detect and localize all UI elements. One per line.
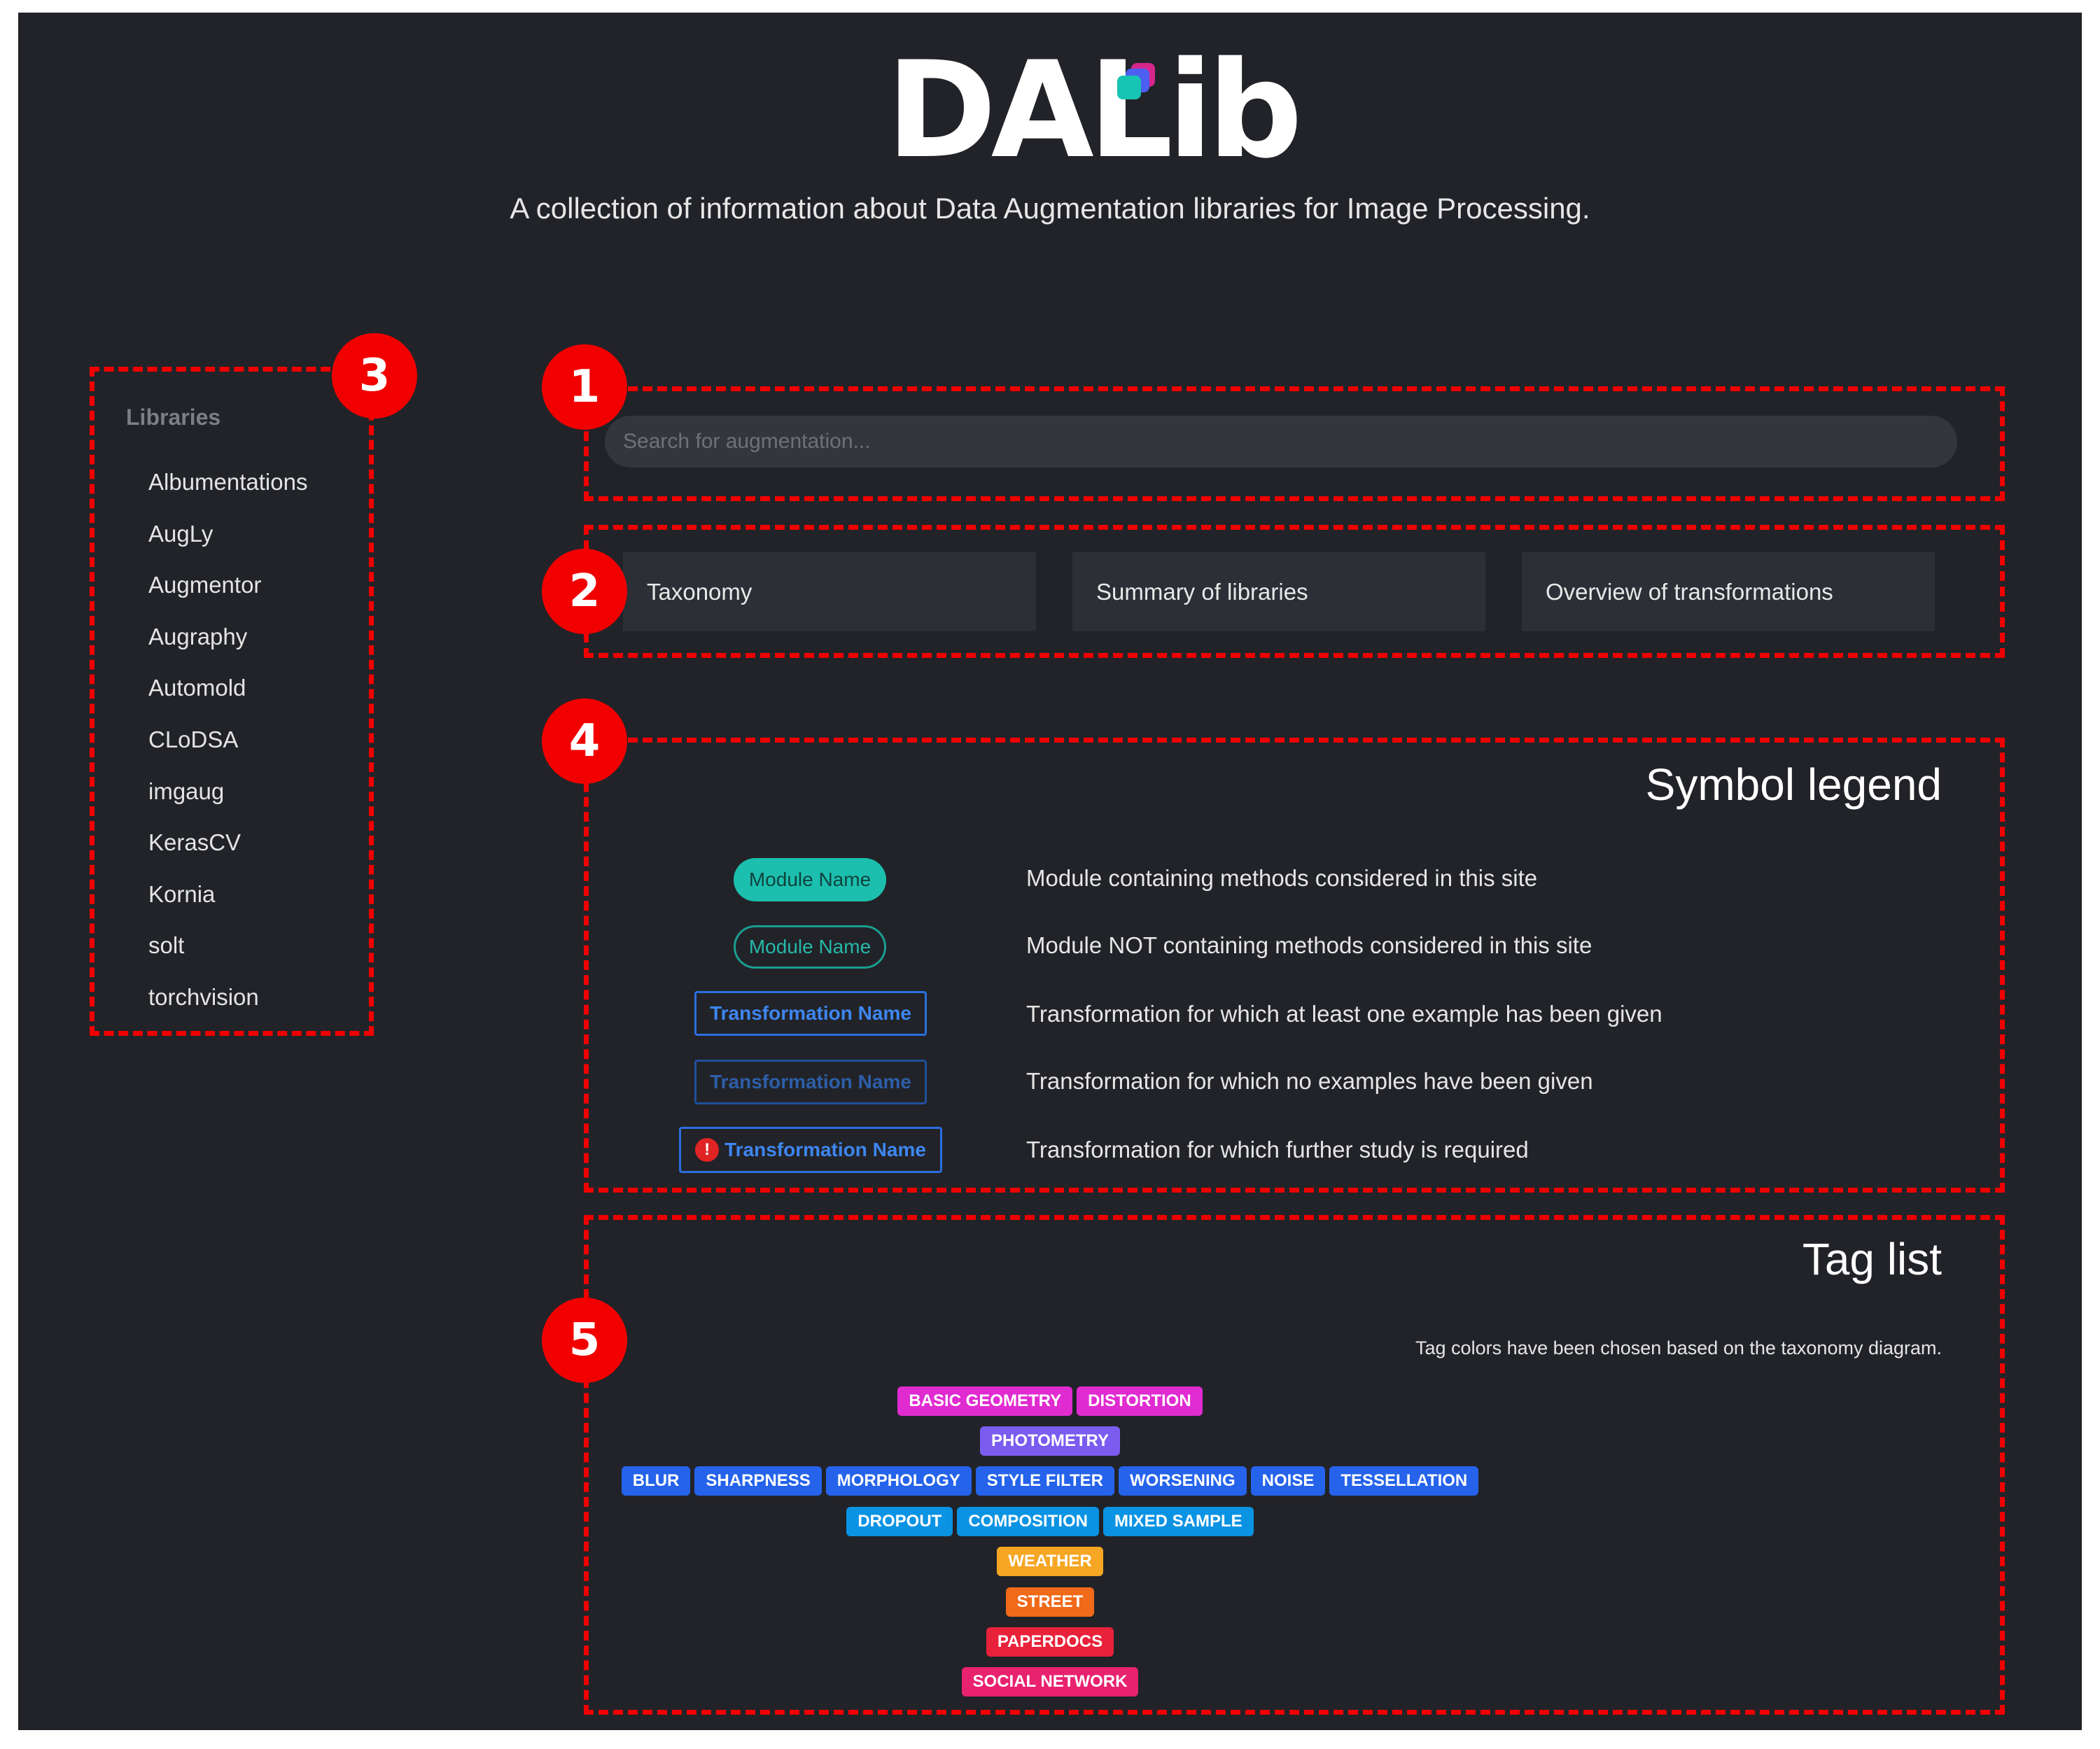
app-frame: DALib A collection of information about …: [18, 13, 2082, 1730]
tag-weather[interactable]: WEATHER: [997, 1547, 1103, 1577]
search-region-outline: [584, 386, 2005, 501]
sidebar-item-imgaug[interactable]: imgaug: [148, 778, 225, 804]
tag-mixed-sample[interactable]: MIXED SAMPLE: [1102, 1506, 1254, 1536]
tags-region-outline: [584, 1215, 2005, 1715]
sidebar-item-clodsa[interactable]: CLoDSA: [148, 726, 239, 752]
annotation-badge-1: 1: [542, 344, 627, 430]
tag-colors-note: Tag colors have been chosen based on the…: [1415, 1337, 1942, 1358]
legend-description: Transformation for which no examples hav…: [1026, 1068, 1593, 1094]
annotation-badge-2: 2: [542, 549, 627, 634]
nav-card-summary-of-libraries[interactable]: Summary of libraries: [1072, 552, 1485, 631]
transformation-name-example: Transformation Name: [694, 991, 927, 1036]
tag-distortion[interactable]: DISTORTION: [1077, 1386, 1203, 1416]
annotation-badge-3: 3: [332, 333, 417, 419]
sidebar-item-kerascv[interactable]: KerasCV: [148, 829, 241, 856]
tag-sharpness[interactable]: SHARPNESS: [694, 1466, 822, 1496]
tag-morphology[interactable]: MORPHOLOGY: [825, 1466, 972, 1496]
transformation-name-label: Transformation Name: [724, 1139, 926, 1160]
tag-row: STREET: [18, 1582, 2082, 1622]
legend-description: Transformation for which further study i…: [1026, 1137, 1529, 1163]
tag-blur[interactable]: BLUR: [621, 1466, 691, 1496]
tag-style-filter[interactable]: STYLE FILTER: [975, 1466, 1114, 1496]
legend-region-outline: [584, 738, 2005, 1193]
sidebar-item-augraphy[interactable]: Augraphy: [148, 623, 248, 649]
sidebar-item-torchvision[interactable]: torchvision: [148, 983, 259, 1010]
module-name-outline-pill: Module Name: [734, 925, 886, 969]
transformation-name-no-example: Transformation Name: [694, 1060, 927, 1104]
tag-row: PHOTOMETRY: [18, 1421, 2082, 1461]
tag-list-title: Tag list: [1802, 1234, 1942, 1284]
sidebar-item-augly[interactable]: AugLy: [148, 520, 214, 547]
nav-card-overview-of-transformations[interactable]: Overview of transformations: [1522, 552, 1935, 631]
tag-street[interactable]: STREET: [1005, 1587, 1095, 1617]
annotation-badge-4: 4: [542, 698, 627, 784]
nav-card-taxonomy[interactable]: Taxonomy: [623, 552, 1036, 631]
tag-row: PAPERDOCS: [18, 1622, 2082, 1662]
tag-tessellation[interactable]: TESSELLATION: [1329, 1466, 1479, 1496]
legend-description: Module NOT containing methods considered…: [1026, 932, 1592, 958]
transformation-name-study-required: ! Transformation Name: [679, 1127, 942, 1173]
logo-mark-icon: [1117, 62, 1159, 104]
tag-row: WEATHER: [18, 1542, 2082, 1582]
legend-description: Module containing methods considered in …: [1026, 865, 1538, 891]
logo-text: DALib: [886, 33, 1303, 188]
tag-social-network[interactable]: SOCIAL NETWORK: [961, 1667, 1139, 1697]
sidebar-item-albumentations[interactable]: Albumentations: [148, 469, 308, 495]
tag-noise[interactable]: NOISE: [1250, 1466, 1326, 1496]
dalib-logo[interactable]: DALib: [886, 41, 1303, 181]
tag-paperdocs[interactable]: PAPERDOCS: [986, 1627, 1114, 1657]
legend-title: Symbol legend: [1645, 759, 1942, 810]
tag-basic-geometry[interactable]: BASIC GEOMETRY: [897, 1386, 1073, 1416]
sidebar-item-kornia[interactable]: Kornia: [148, 880, 216, 907]
tag-photometry[interactable]: PHOTOMETRY: [979, 1426, 1120, 1456]
tagline: A collection of information about Data A…: [510, 192, 1590, 225]
sidebar-title: Libraries: [126, 405, 221, 430]
annotation-badge-5: 5: [542, 1298, 627, 1383]
tag-row: SOCIAL NETWORK: [18, 1662, 2082, 1702]
legend-description: Transformation for which at least one ex…: [1026, 1001, 1662, 1027]
sidebar-item-automold[interactable]: Automold: [148, 675, 246, 701]
tag-worsening[interactable]: WORSENING: [1119, 1466, 1247, 1496]
library-list: Albumentations AugLy Augmentor Augraphy …: [148, 456, 307, 1023]
search-input[interactable]: [605, 416, 1957, 468]
sidebar-item-augmentor[interactable]: Augmentor: [148, 572, 262, 598]
tag-composition[interactable]: COMPOSITION: [957, 1506, 1099, 1536]
warning-icon: !: [695, 1138, 720, 1162]
tag-dropout[interactable]: DROPOUT: [846, 1506, 953, 1536]
sidebar-item-solt[interactable]: solt: [148, 932, 185, 959]
sidebar-region-outline: [90, 367, 374, 1036]
module-name-filled-pill: Module Name: [734, 858, 886, 901]
